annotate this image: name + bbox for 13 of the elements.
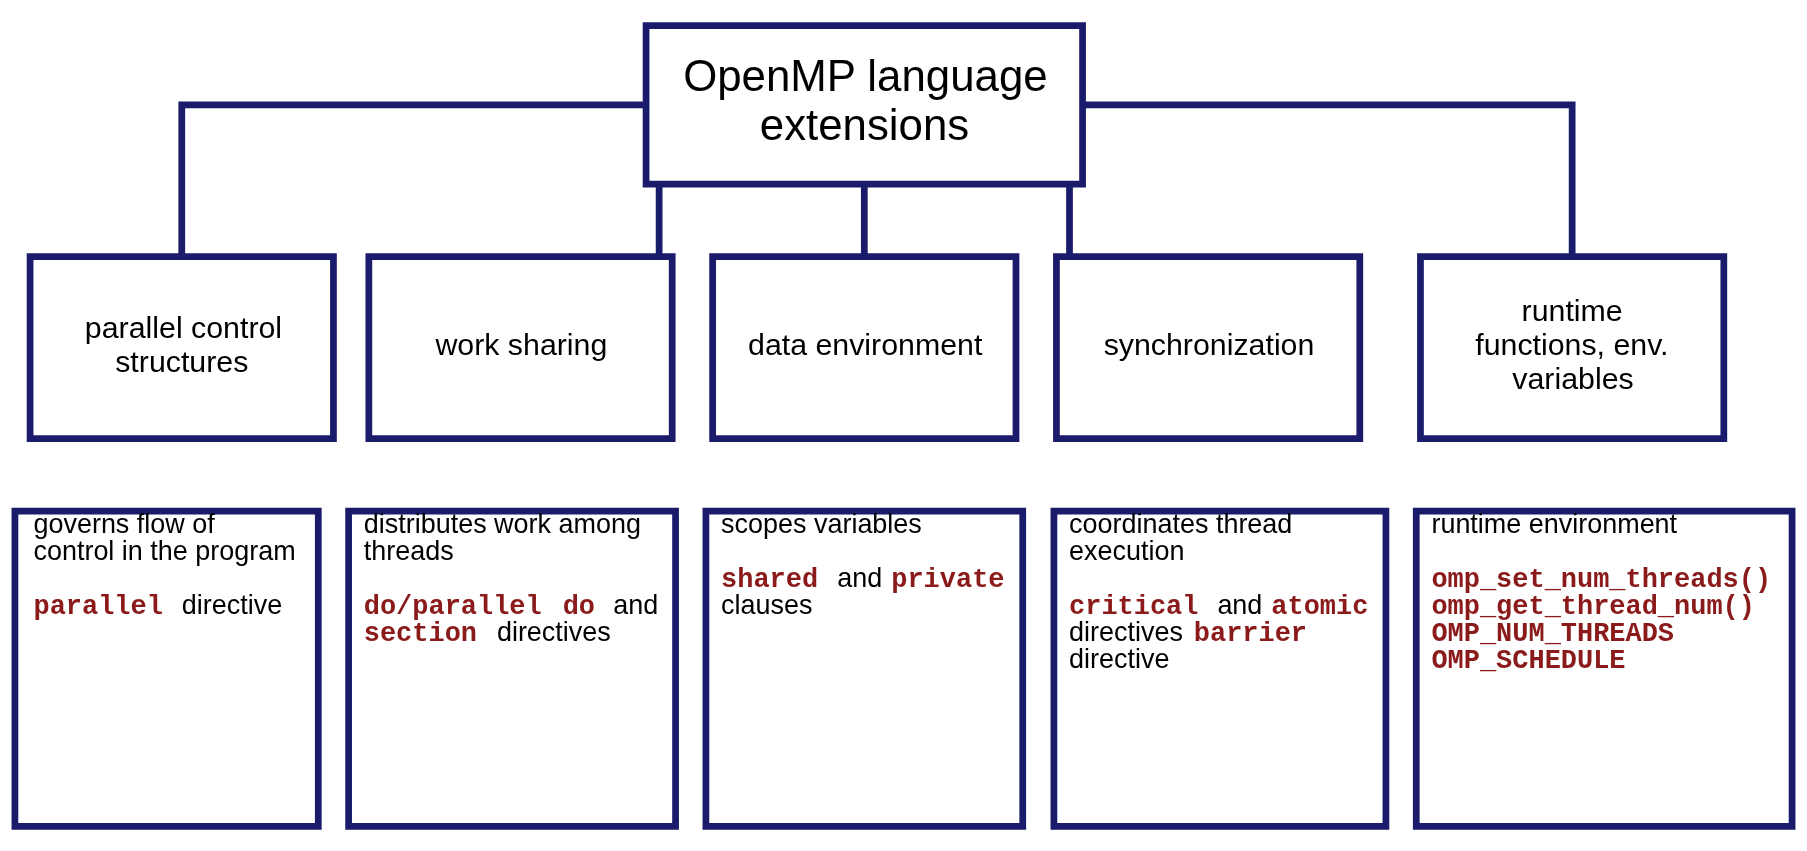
- connector: [1082, 101, 1576, 257]
- node-box: OpenMP language extensions: [642, 21, 1086, 188]
- node-box: runtime functions, env. variables: [1417, 252, 1728, 442]
- node-box: data environment: [709, 252, 1020, 442]
- node-box: parallel control structures: [26, 252, 337, 442]
- node-box: scopes variables shared and private clauses: [702, 507, 1027, 830]
- node-box: synchronization: [1053, 252, 1364, 442]
- node-box: coordinates thread execution critical and atomic directives barrier directive: [1050, 507, 1390, 830]
- connector: [178, 101, 646, 257]
- node-box: distributes work among threads do/parallel do and section directives: [345, 507, 679, 830]
- node-box: governs flow of control in the program parallel directive: [11, 507, 322, 830]
- node-box: runtime environment omp_set_num_threads() omp_get_thread_num() OMP_NUM_THREADS OMP_SCHEDULE: [1412, 507, 1796, 830]
- node-box: work sharing: [365, 252, 676, 442]
